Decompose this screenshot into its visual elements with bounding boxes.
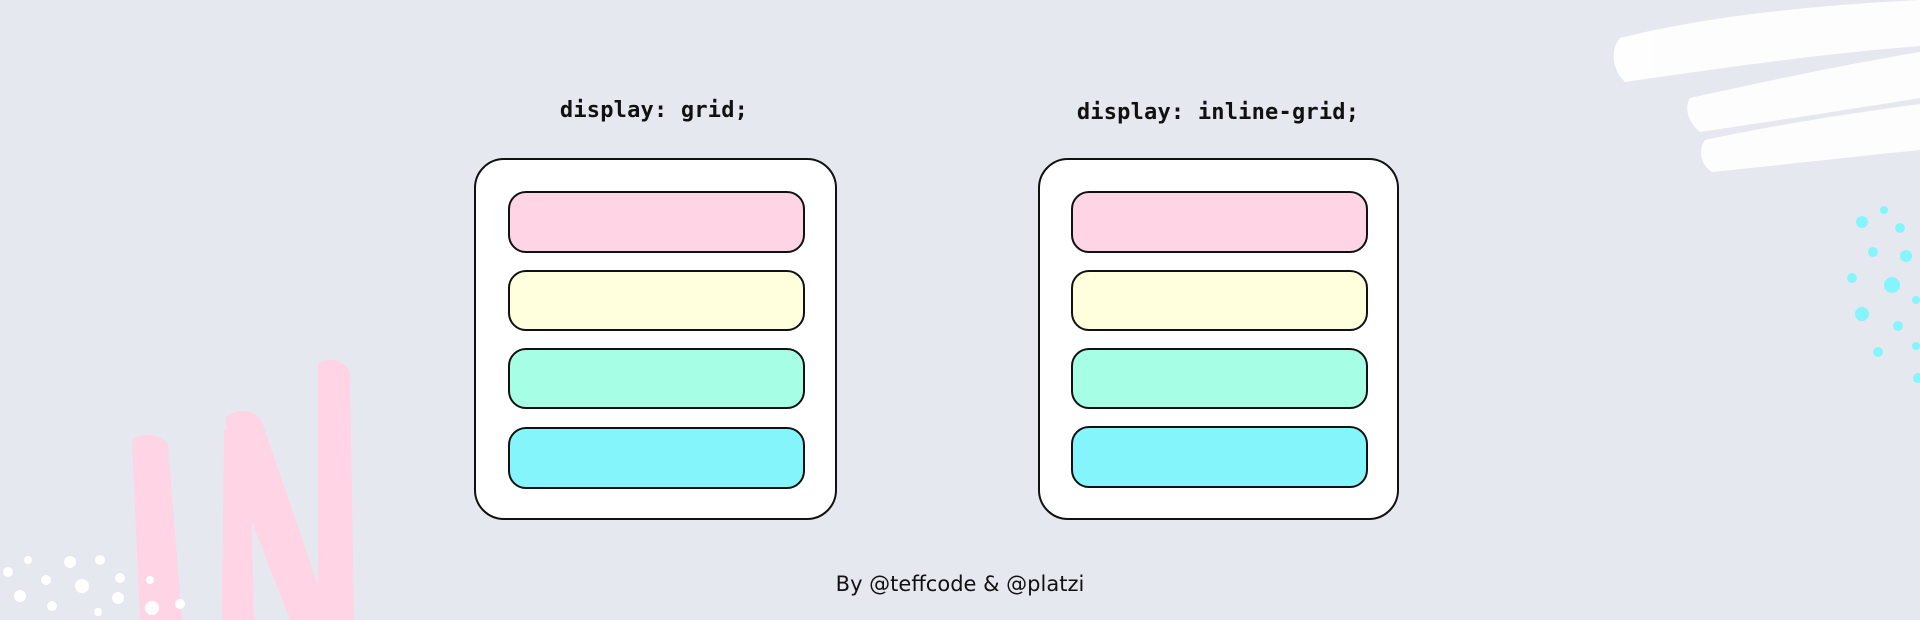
grid-container (474, 158, 837, 520)
grid-item-4 (1071, 426, 1368, 488)
grid-item-1 (508, 191, 805, 253)
panel-title-grid: display: grid; (559, 98, 749, 123)
grid-item-4 (508, 427, 805, 489)
grid-item-3 (508, 348, 805, 409)
author-credit: By @teffcode & @platzi (835, 572, 1085, 596)
inline-grid-container (1038, 158, 1399, 520)
grid-item-1 (1071, 191, 1368, 253)
panel-title-inline-grid: display: inline-grid; (1076, 100, 1360, 125)
grid-item-2 (1071, 270, 1368, 331)
grid-item-3 (1071, 348, 1368, 409)
grid-item-2 (508, 270, 805, 331)
